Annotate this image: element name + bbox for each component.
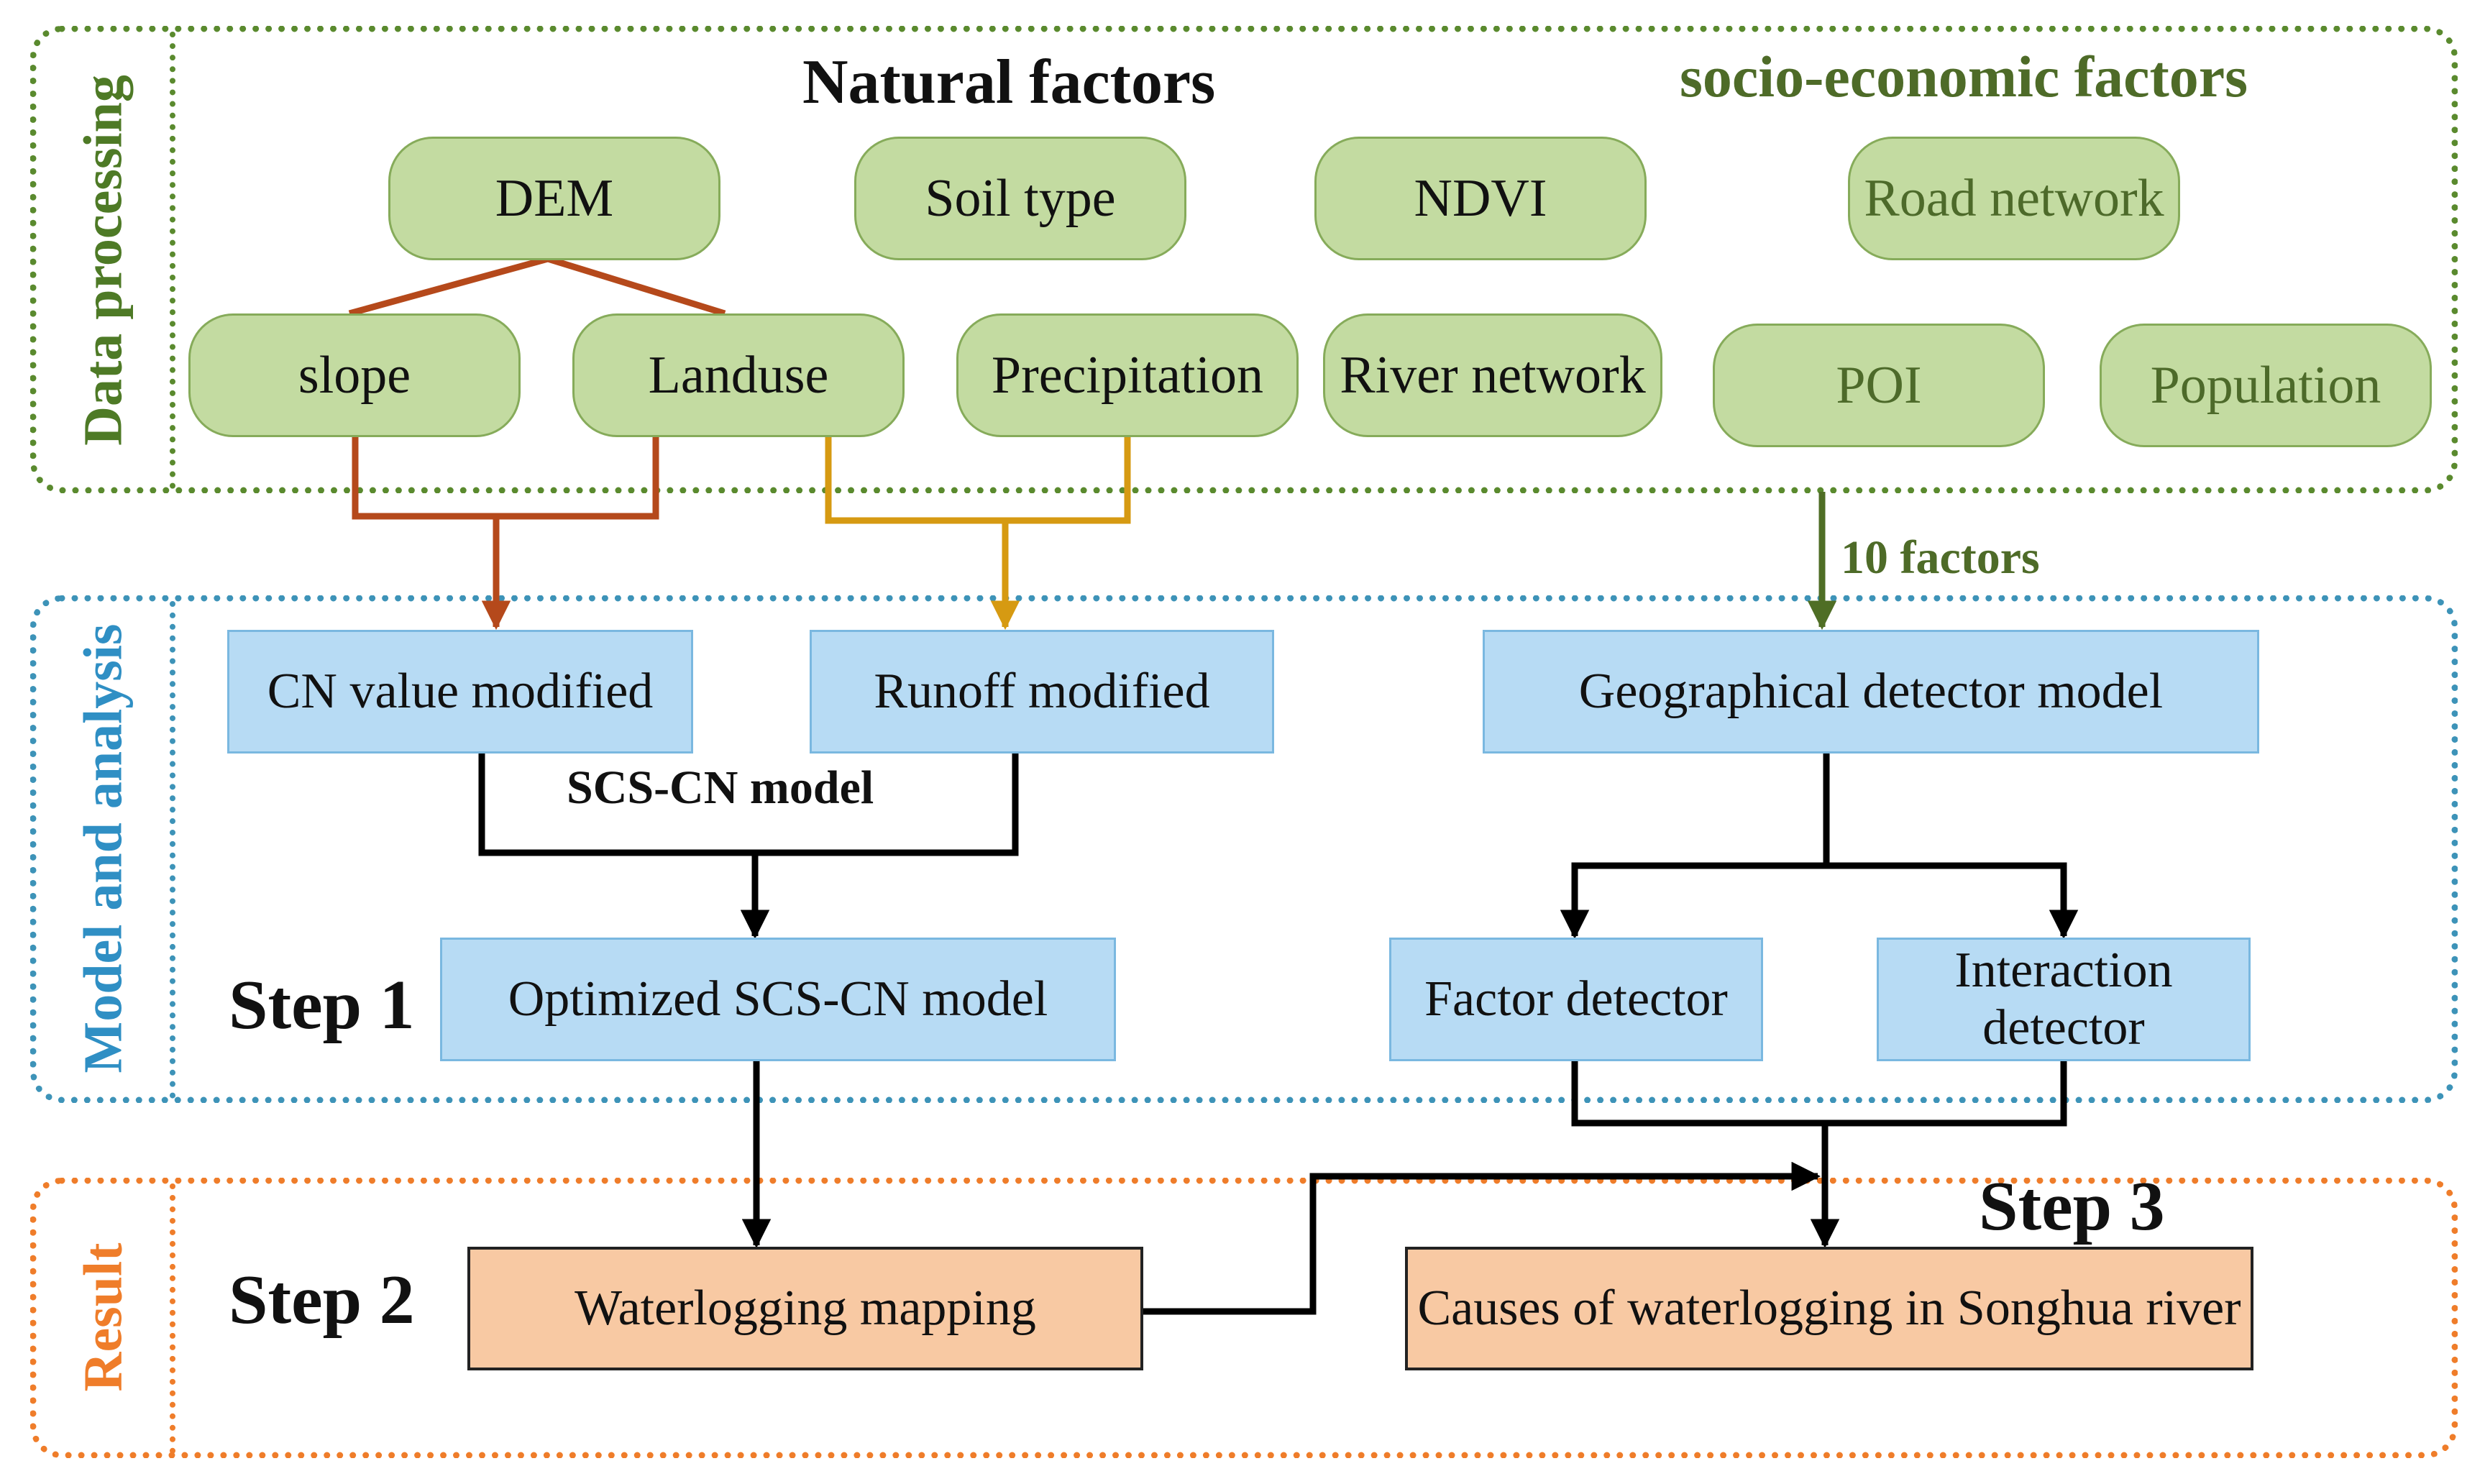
heading-socio-economic-factors: socio-economic factors <box>1680 44 2248 109</box>
factor-slope: slope <box>188 313 521 437</box>
factor-road-network: Road network <box>1848 137 2180 260</box>
box-waterlogging-mapping: Waterlogging mapping <box>467 1247 1143 1370</box>
data-processing-divider <box>170 32 175 489</box>
model-analysis-frame <box>30 595 2458 1103</box>
heading-natural-factors: Natural factors <box>802 47 1216 117</box>
scs-merge-line <box>478 754 1019 856</box>
box-geographical-detector-model: Geographical detector model <box>1483 630 2259 754</box>
factor-soil-type: Soil type <box>854 137 1186 260</box>
factor-ndvi: NDVI <box>1314 137 1647 260</box>
factor-poi: POI <box>1713 324 2045 447</box>
slope-landuse-merge-line <box>352 436 659 520</box>
factor-precipitation: Precipitation <box>956 313 1299 437</box>
box-interaction-detector: Interaction detector <box>1877 938 2251 1061</box>
box-causes-of-waterlogging: Causes of waterlogging in Songhua river <box>1405 1247 2253 1370</box>
factor-river-network: River network <box>1323 313 1662 437</box>
detector-merge-line <box>1571 1061 2067 1127</box>
data-processing-frame <box>30 26 2458 493</box>
factor-population: Population <box>2100 324 2432 447</box>
factor-landuse: Landuse <box>572 313 905 437</box>
label-ten-factors: 10 factors <box>1841 531 2040 584</box>
result-frame <box>30 1178 2458 1458</box>
box-factor-detector: Factor detector <box>1389 938 1763 1061</box>
label-step-2: Step 2 <box>229 1261 415 1339</box>
label-step-1: Step 1 <box>229 966 415 1044</box>
label-scs-cn-model: SCS-CN model <box>567 761 874 814</box>
model-analysis-divider <box>170 601 175 1099</box>
box-cn-value-modified: CN value modified <box>227 630 693 754</box>
result-divider <box>170 1183 175 1454</box>
factor-dem: DEM <box>388 137 720 260</box>
detector-split-line <box>1571 862 2079 940</box>
landuse-precip-merge-line <box>825 436 1131 524</box>
box-optimized-scs-cn-model: Optimized SCS-CN model <box>440 938 1116 1061</box>
dem-branch-line <box>348 255 726 317</box>
box-runoff-modified: Runoff modified <box>810 630 1274 754</box>
label-step-3: Step 3 <box>1979 1168 2165 1245</box>
mapping-to-causes-line <box>1142 1161 1821 1315</box>
